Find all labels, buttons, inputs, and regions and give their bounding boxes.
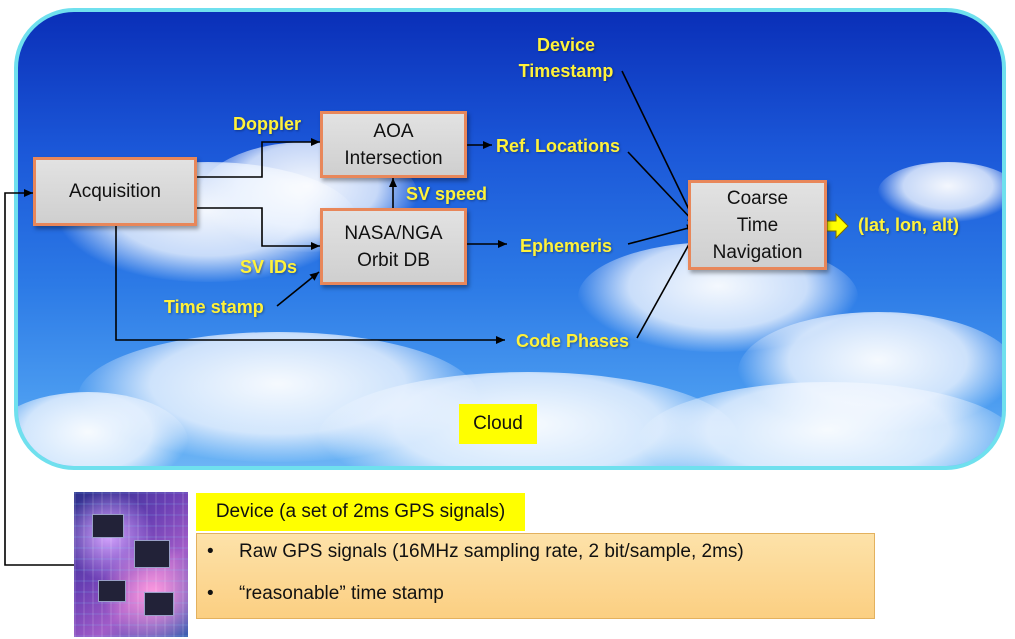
label-sv-ids: SV IDs [240, 257, 298, 277]
label-doppler: Doppler [233, 114, 302, 134]
label-ephemeris: Ephemeris [520, 236, 613, 256]
arrow-time-stamp [276, 271, 320, 307]
label-sv-speed: SV speed [406, 184, 488, 204]
cloud-tag: Cloud [459, 404, 537, 444]
circuit-board-image [74, 492, 188, 637]
label-output: (lat, lon, alt) [858, 215, 959, 235]
label-ref-locations: Ref. Locations [496, 136, 621, 156]
arrow-code-phases [115, 226, 505, 344]
label-code-phases: Code Phases [516, 331, 630, 351]
list-item: • “reasonable” time stamp [207, 583, 444, 605]
arrow-code-to-nav [636, 227, 699, 339]
orbit-db-box: NASA/NGA Orbit DB [320, 208, 467, 285]
label-device-timestamp: Device Timestamp [518, 35, 614, 81]
aoa-intersection-box: AOA Intersection [320, 111, 467, 178]
chip-shape [92, 514, 124, 538]
arrow-ref-to-nav [627, 151, 697, 225]
chip-shape [98, 580, 126, 602]
arrow-ephemeris-to-nav [627, 224, 697, 245]
arrow-doppler [197, 138, 320, 178]
arrow-sv-ids [197, 207, 320, 250]
bullet: • [207, 583, 214, 604]
acquisition-box: Acquisition [33, 157, 197, 226]
arrow-timestamp-to-nav [621, 70, 697, 225]
list-item: • Raw GPS signals (16MHz sampling rate, 2… [207, 541, 744, 563]
chip-shape [134, 540, 170, 568]
arrow-device-to-acquisition [4, 189, 74, 566]
output-arrow [826, 212, 849, 240]
coarse-time-navigation-box: Coarse Time Navigation [688, 180, 827, 270]
device-title: Device (a set of 2ms GPS signals) [196, 493, 525, 531]
list-item-text: “reasonable” time stamp [239, 583, 444, 604]
device-details-list: • Raw GPS signals (16MHz sampling rate, 2… [196, 533, 875, 619]
chip-shape [144, 592, 174, 616]
label-time-stamp: Time stamp [164, 297, 264, 317]
list-item-text: Raw GPS signals (16MHz sampling rate, 2 … [239, 541, 744, 562]
bullet: • [207, 541, 214, 562]
cloud-puff [878, 162, 1002, 222]
